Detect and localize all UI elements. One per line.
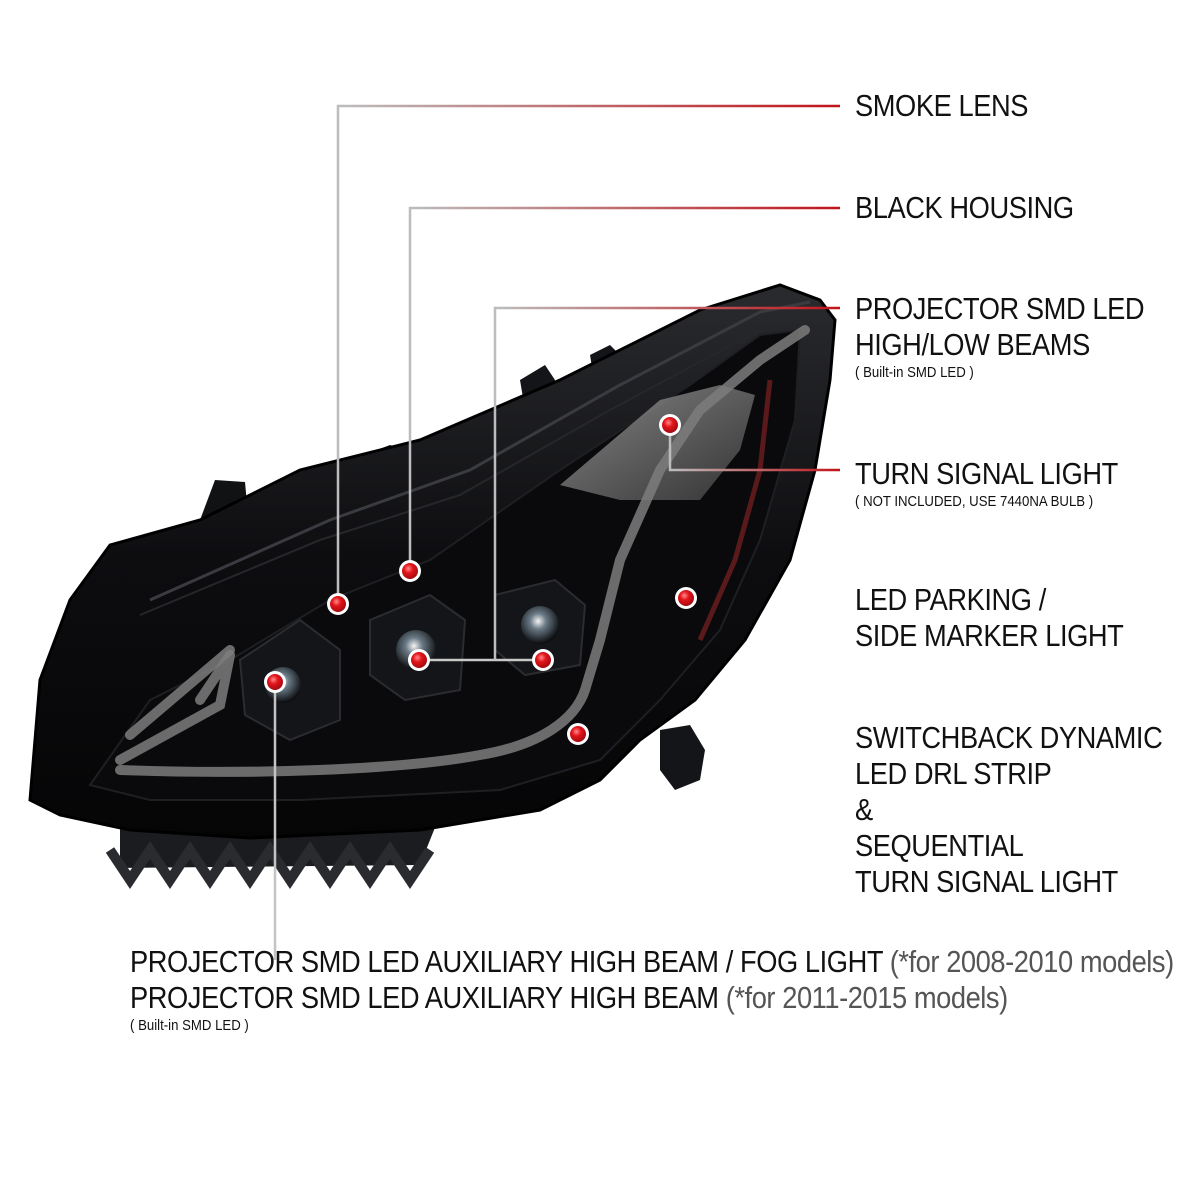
turn-signal-note: ( NOT INCLUDED, USE 7440NA BULB ) bbox=[855, 493, 1094, 510]
parking-line1: LED PARKING / bbox=[855, 582, 1046, 617]
projector-line2: HIGH/LOW BEAMS bbox=[855, 327, 1090, 362]
parking-line2: SIDE MARKER LIGHT bbox=[855, 618, 1124, 653]
auxiliary-line2-main: PROJECTOR SMD LED AUXILIARY HIGH BEAM bbox=[130, 980, 726, 1015]
dot-black-housing bbox=[399, 560, 421, 582]
smoke-lens-title: SMOKE LENS bbox=[855, 88, 1028, 123]
dot-projector-center bbox=[408, 649, 430, 671]
dot-smoke-lens bbox=[327, 593, 349, 615]
label-parking-light: LED PARKING / SIDE MARKER LIGHT bbox=[855, 582, 1124, 654]
drl-line3: & bbox=[855, 792, 873, 827]
label-turn-signal: TURN SIGNAL LIGHT ( NOT INCLUDED, USE 74… bbox=[855, 456, 1118, 511]
black-housing-title: BLACK HOUSING bbox=[855, 190, 1074, 225]
projector-module-right bbox=[494, 578, 587, 677]
drl-line5: TURN SIGNAL LIGHT bbox=[855, 864, 1118, 899]
projector-note: ( Built-in SMD LED ) bbox=[855, 364, 974, 381]
auxiliary-note: ( Built-in SMD LED ) bbox=[130, 1017, 249, 1034]
leader-lines bbox=[273, 104, 840, 960]
projector-line1: PROJECTOR SMD LED bbox=[855, 291, 1145, 326]
label-smoke-lens: SMOKE LENS bbox=[855, 88, 1028, 124]
side-marker-strip bbox=[697, 379, 773, 642]
headlight-assembly bbox=[28, 283, 837, 890]
label-auxiliary-high-beam: PROJECTOR SMD LED AUXILIARY HIGH BEAM / … bbox=[130, 944, 1174, 1035]
auxiliary-line1: PROJECTOR SMD LED AUXILIARY HIGH BEAM / … bbox=[130, 944, 1174, 980]
drl-strip bbox=[115, 325, 810, 777]
leader-black-housing bbox=[408, 206, 840, 571]
callout-dots bbox=[264, 414, 697, 745]
leader-turn-signal bbox=[668, 425, 840, 472]
drl-line1: SWITCHBACK DYNAMIC bbox=[855, 720, 1163, 755]
drl-line4: SEQUENTIAL bbox=[855, 828, 1024, 863]
label-black-housing: BLACK HOUSING bbox=[855, 190, 1074, 226]
dot-projector-right bbox=[532, 649, 554, 671]
label-drl-strip: SWITCHBACK DYNAMIC LED DRL STRIP & SEQUE… bbox=[855, 720, 1163, 900]
dot-parking bbox=[675, 587, 697, 609]
leader-smoke-lens bbox=[336, 104, 840, 604]
auxiliary-line1-main: PROJECTOR SMD LED AUXILIARY HIGH BEAM / … bbox=[130, 944, 890, 979]
dot-auxiliary bbox=[264, 671, 286, 693]
auxiliary-line1-models: (*for 2008-2010 models) bbox=[889, 944, 1175, 979]
turn-signal-title: TURN SIGNAL LIGHT bbox=[855, 456, 1118, 491]
dot-turn-signal bbox=[659, 414, 681, 436]
auxiliary-line2: PROJECTOR SMD LED AUXILIARY HIGH BEAM (*… bbox=[130, 980, 1174, 1016]
leader-projector-main bbox=[493, 306, 840, 660]
auxiliary-line2-models: (*for 2011-2015 models) bbox=[725, 980, 1008, 1015]
dot-drl bbox=[567, 723, 589, 745]
label-projector-beams: PROJECTOR SMD LED HIGH/LOW BEAMS ( Built… bbox=[855, 291, 1145, 382]
drl-line2: LED DRL STRIP bbox=[855, 756, 1052, 791]
